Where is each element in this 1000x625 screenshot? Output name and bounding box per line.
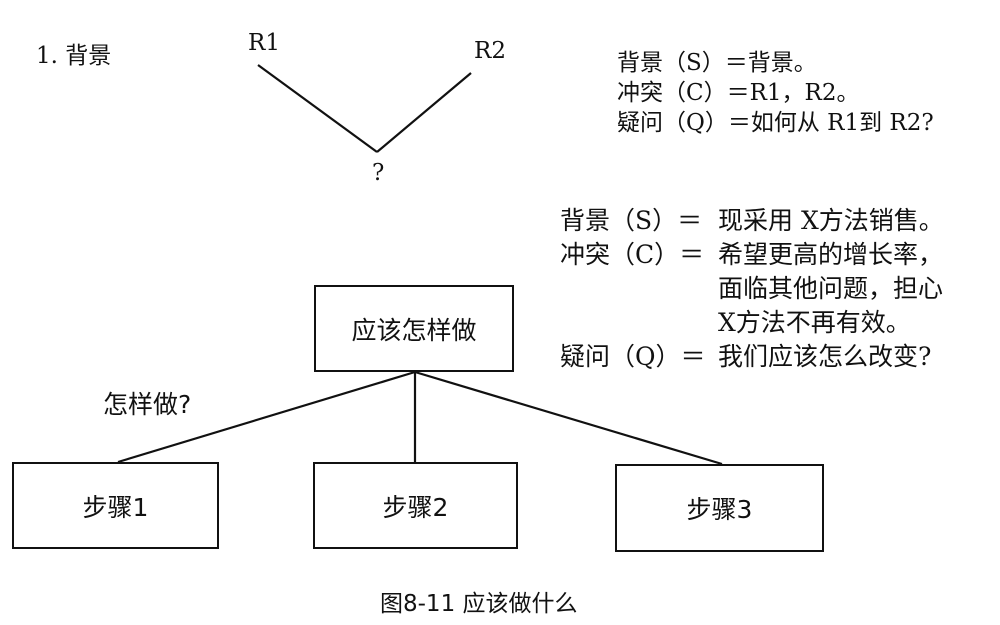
scq-value: 面临其他问题，担心 — [718, 274, 944, 303]
scq-value: 背景。 — [747, 50, 817, 76]
scq-example-row: 冲突（C）＝ 希望更高的增长率， 面临其他问题，担心 X方法不再有效。 — [560, 238, 944, 340]
section-title: 1. 背景 — [36, 43, 112, 69]
scq-value: 我们应该怎么改变? — [718, 342, 932, 371]
scq-general-row: 背景（S）＝ 背景。 — [617, 48, 934, 78]
scq-value: X方法不再有效。 — [718, 308, 911, 337]
tree-child-label: 步骤2 — [382, 492, 449, 522]
scq-key: 疑问（Q）＝ — [560, 342, 706, 371]
scq-example-row: 疑问（Q）＝ 我们应该怎么改变? — [560, 340, 944, 374]
tree-edge-step1 — [117, 370, 416, 464]
tree-edge-label: 怎样做? — [103, 390, 192, 419]
label-r2: R2 — [474, 38, 506, 64]
tree-root-label: 应该怎样做 — [351, 315, 477, 345]
scq-value: R1，R2。 — [749, 80, 860, 106]
figure-caption: 图8-11 应该做什么 — [380, 591, 578, 617]
line-r2-to-question — [376, 72, 472, 153]
scq-example: 背景（S）＝ 现采用 X方法销售。 冲突（C）＝ 希望更高的增长率， 面临其他问… — [560, 204, 944, 374]
tree-child-label: 步骤1 — [82, 492, 149, 522]
tree-root-box: 应该怎样做 — [314, 285, 514, 372]
label-question: ? — [372, 160, 385, 186]
scq-value: 如何从 R1到 R2? — [750, 110, 934, 136]
scq-key: 冲突（C）＝ — [617, 80, 750, 106]
scq-key: 疑问（Q）＝ — [617, 110, 751, 136]
scq-value: 现采用 X方法销售。 — [718, 206, 944, 235]
tree-child-box-2: 步骤2 — [313, 462, 518, 549]
scq-key: 背景（S）＝ — [560, 206, 703, 235]
scq-key: 冲突（C）＝ — [560, 240, 705, 269]
tree-edge-step3 — [414, 370, 723, 466]
line-r1-to-question — [257, 64, 378, 153]
tree-child-box-1: 步骤1 — [12, 462, 219, 549]
scq-general-row: 冲突（C）＝ R1，R2。 — [617, 78, 934, 108]
scq-general: 背景（S）＝ 背景。 冲突（C）＝ R1，R2。 疑问（Q）＝ 如何从 R1到 … — [617, 48, 934, 138]
scq-key: 背景（S）＝ — [617, 50, 748, 76]
tree-child-box-3: 步骤3 — [615, 464, 824, 552]
scq-example-row: 背景（S）＝ 现采用 X方法销售。 — [560, 204, 944, 238]
tree-child-label: 步骤3 — [686, 495, 753, 524]
scq-general-row: 疑问（Q）＝ 如何从 R1到 R2? — [617, 108, 934, 138]
label-r1: R1 — [248, 30, 280, 56]
scq-value: 希望更高的增长率， — [718, 240, 944, 269]
